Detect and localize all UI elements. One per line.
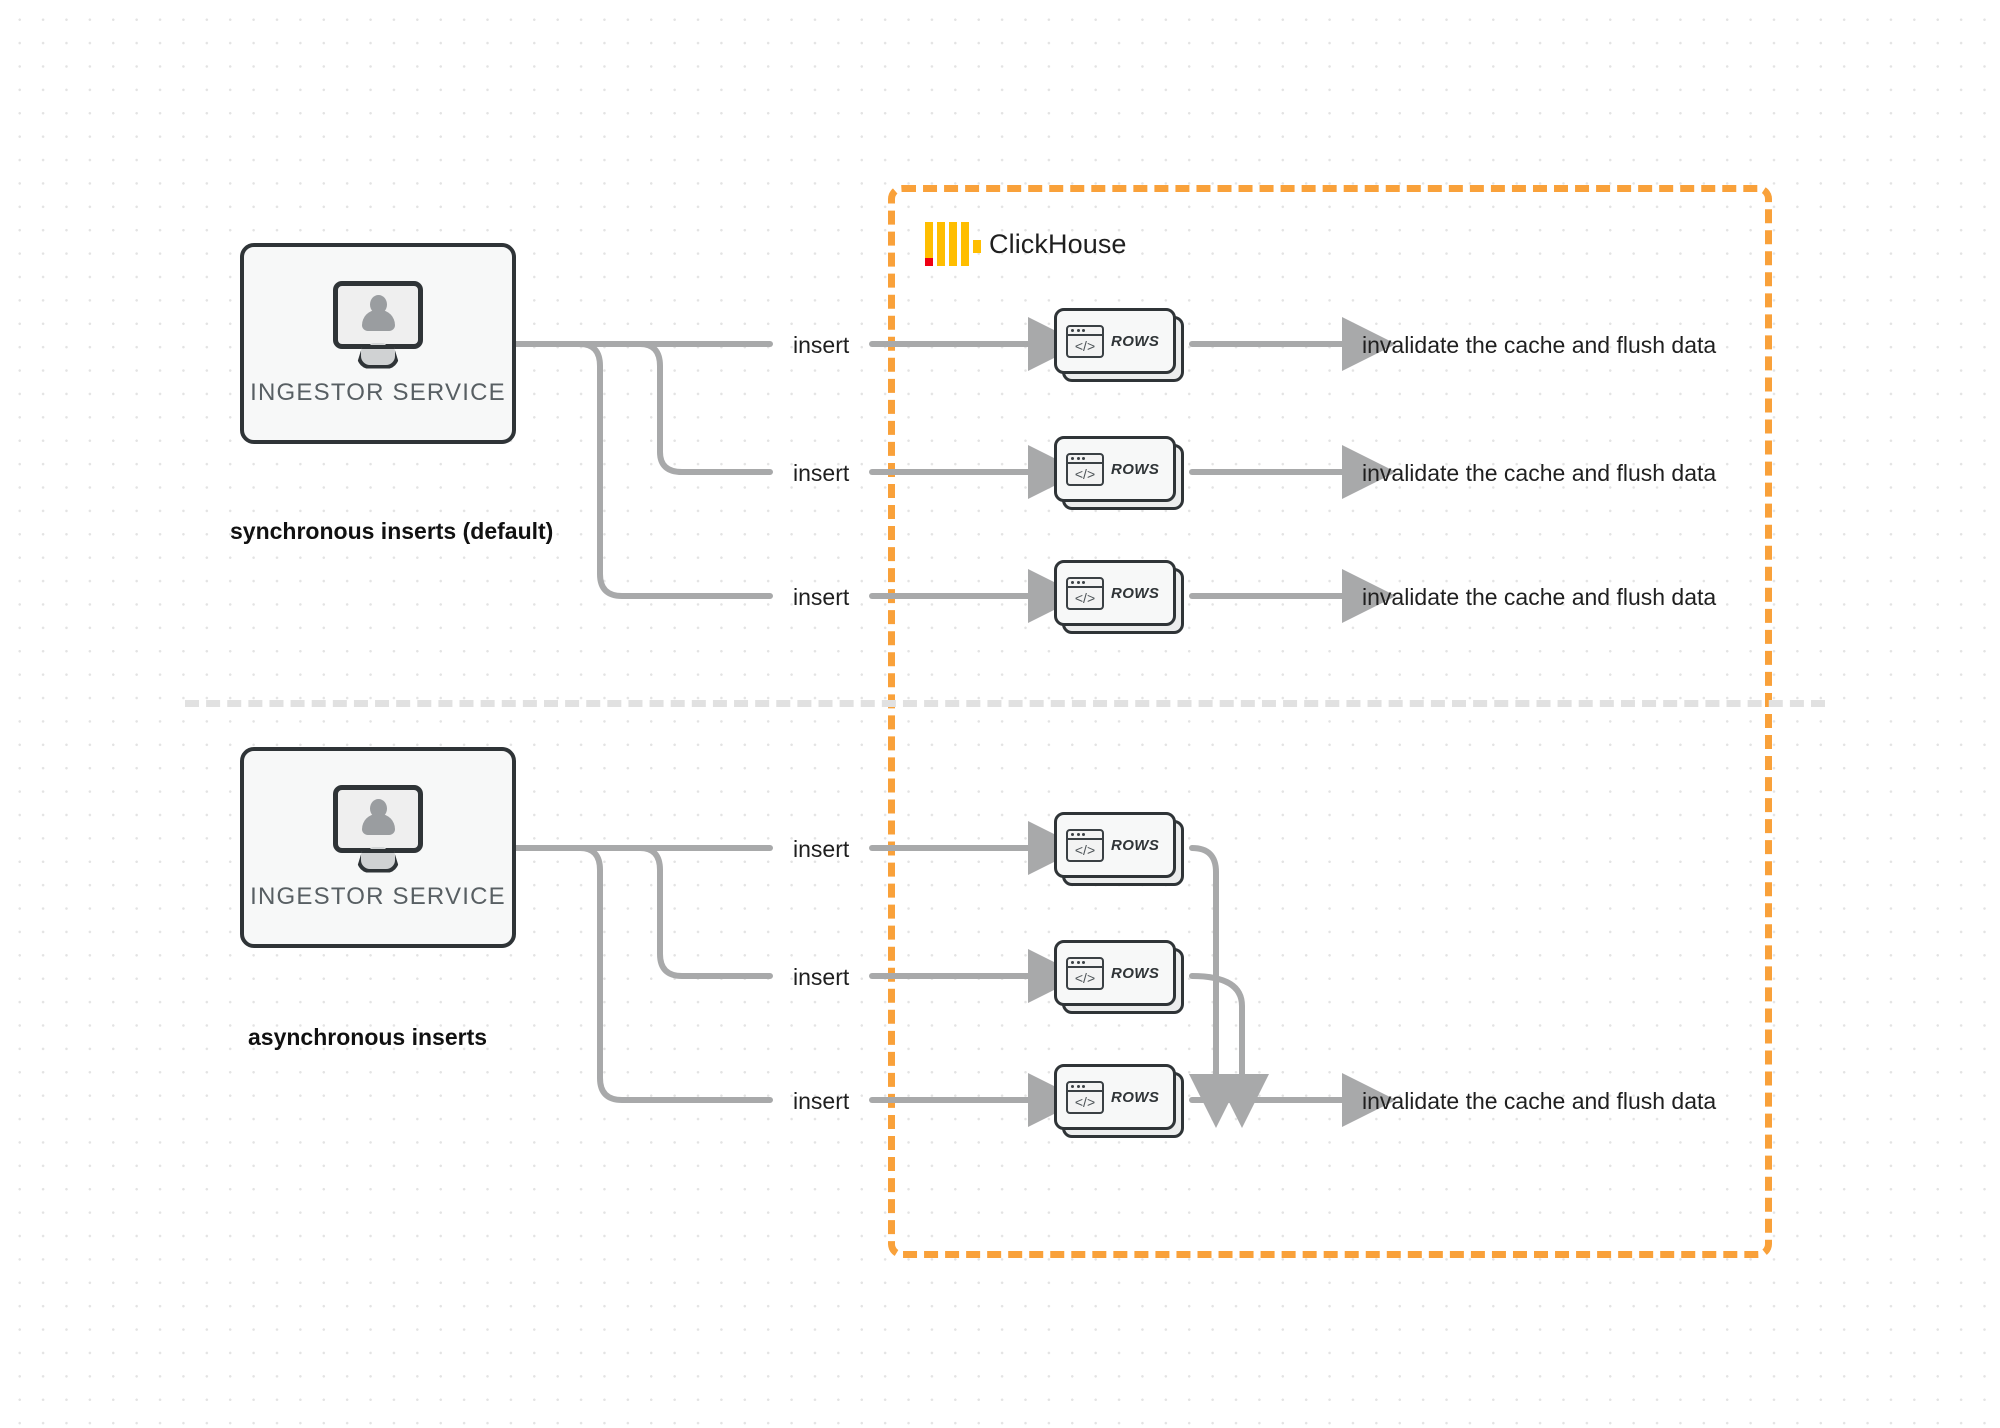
source-label: INGESTOR SERVICE xyxy=(250,882,506,910)
sidebar-source-asynchronous[interactable]: INGESTOR SERVICE xyxy=(240,747,516,948)
rows-label: ROWS xyxy=(1111,460,1160,478)
caption-synchronous: synchronous inserts (default) xyxy=(230,518,554,544)
rows-node-sync-3[interactable]: </> ROWS xyxy=(1054,560,1184,634)
code-window-icon: </> xyxy=(1066,828,1104,862)
sidebar-source-synchronous[interactable]: INGESTOR SERVICE xyxy=(240,243,516,444)
rows-label: ROWS xyxy=(1111,332,1160,350)
result-label-sync-3: invalidate the cache and flush data xyxy=(1362,584,1717,610)
insert-label-sync-2: insert xyxy=(793,460,850,486)
insert-label-sync-3: insert xyxy=(793,584,850,610)
code-window-icon: </> xyxy=(1066,956,1104,990)
section-divider xyxy=(185,700,1825,707)
code-window-icon: </> xyxy=(1066,324,1104,358)
insert-label-async-2: insert xyxy=(793,964,850,990)
rows-node-async-1[interactable]: </> ROWS xyxy=(1054,812,1184,886)
code-window-icon: </> xyxy=(1066,1080,1104,1114)
caption-asynchronous: asynchronous inserts xyxy=(248,1024,488,1050)
clickhouse-logo-icon xyxy=(925,222,981,266)
rows-label: ROWS xyxy=(1111,584,1160,602)
insert-label-async-3: insert xyxy=(793,1088,850,1114)
code-window-icon: </> xyxy=(1066,576,1104,610)
rows-node-async-3[interactable]: </> ROWS xyxy=(1054,1064,1184,1138)
source-label: INGESTOR SERVICE xyxy=(250,378,506,406)
clickhouse-label: ClickHouse xyxy=(989,228,1127,259)
result-label-sync-1: invalidate the cache and flush data xyxy=(1362,332,1717,358)
result-label-async-merged: invalidate the cache and flush data xyxy=(1362,1088,1717,1114)
clickhouse-boundary-frame xyxy=(888,185,1772,1258)
rows-node-async-2[interactable]: </> ROWS xyxy=(1054,940,1184,1014)
result-label-sync-2: invalidate the cache and flush data xyxy=(1362,460,1717,486)
insert-label-async-1: insert xyxy=(793,836,850,862)
rows-node-sync-2[interactable]: </> ROWS xyxy=(1054,436,1184,510)
clickhouse-logo: ClickHouse xyxy=(925,222,1127,266)
monitor-user-icon xyxy=(329,280,427,373)
rows-label: ROWS xyxy=(1111,836,1160,854)
code-window-icon: </> xyxy=(1066,452,1104,486)
rows-label: ROWS xyxy=(1111,1088,1160,1106)
rows-label: ROWS xyxy=(1111,964,1160,982)
monitor-user-icon xyxy=(329,784,427,877)
insert-label-sync-1: insert xyxy=(793,332,850,358)
rows-node-sync-1[interactable]: </> ROWS xyxy=(1054,308,1184,382)
